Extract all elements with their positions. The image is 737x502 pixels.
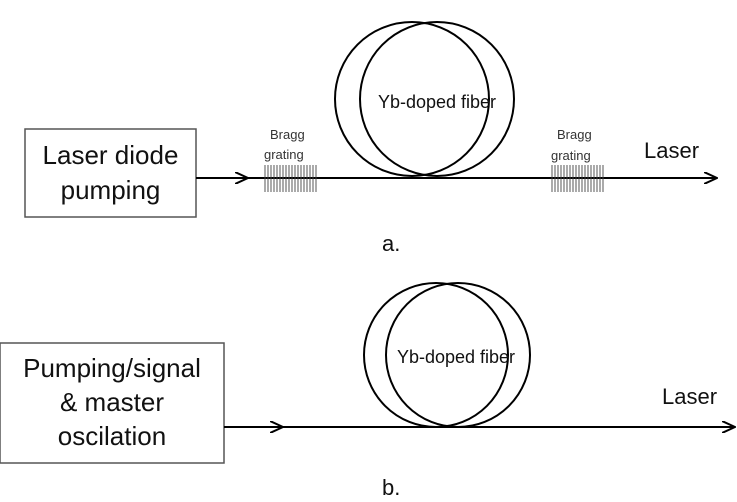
bragg-grating-left-label-line2: grating bbox=[264, 147, 304, 162]
pumping-signal-master-oscillation-box bbox=[0, 342, 225, 464]
laser-diode-pumping-box bbox=[24, 128, 197, 218]
laser-diode-pumping-label-line1: Laser diode bbox=[43, 140, 179, 170]
bragg-grating-left-label-line1: Bragg bbox=[270, 127, 305, 142]
fiber-coil-loop-2-b bbox=[385, 282, 531, 428]
bragg-grating-right-label-line2: grating bbox=[551, 148, 591, 163]
fiber-coil-loop-1-a bbox=[334, 21, 490, 177]
bragg-grating-right-label-line1: Bragg bbox=[557, 127, 592, 142]
laser-output-label-a: Laser bbox=[644, 138, 699, 163]
yb-doped-fiber-label-a: Yb-doped fiber bbox=[378, 92, 496, 112]
panel-a: Laser diode pumping Bragg grating Bragg … bbox=[24, 21, 716, 256]
laser-output-label-b: Laser bbox=[662, 384, 717, 409]
caption-a: a. bbox=[382, 231, 400, 256]
laser-diode-pumping-label-line2: pumping bbox=[61, 175, 161, 205]
source-b-label-line1: Pumping/signal bbox=[23, 353, 201, 383]
source-b-label-line2: & master bbox=[60, 387, 164, 417]
fiber-coil-loop-2-a bbox=[359, 21, 515, 177]
source-b-label-line3: oscilation bbox=[58, 421, 166, 451]
fiber-coil-loop-1-b bbox=[363, 282, 509, 428]
panel-b: Pumping/signal & master oscilation Yb-do… bbox=[0, 282, 734, 500]
bragg-grating-left bbox=[264, 165, 317, 192]
yb-doped-fiber-label-b: Yb-doped fiber bbox=[397, 347, 515, 367]
bragg-grating-right bbox=[551, 165, 604, 192]
caption-b: b. bbox=[382, 475, 400, 500]
